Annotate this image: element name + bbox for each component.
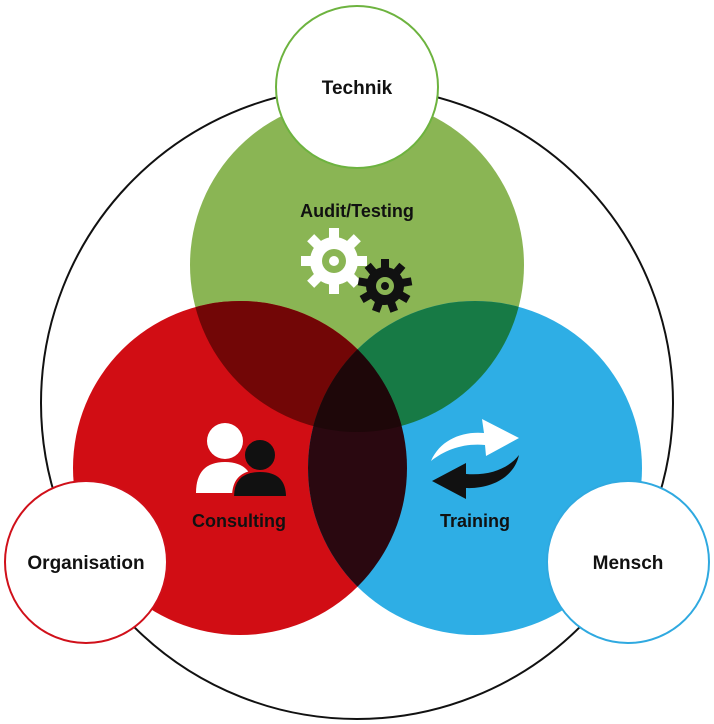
consulting-label: Consulting: [192, 511, 286, 531]
training-label: Training: [440, 511, 510, 531]
exchange-arrows-icon: [431, 419, 519, 499]
technik-label: Technik: [322, 78, 393, 99]
organisation-label: Organisation: [27, 553, 144, 574]
white-gear-icon: [301, 228, 367, 294]
people-icon: [196, 423, 289, 498]
technik-node: [275, 5, 439, 169]
organisation-node: [4, 480, 168, 644]
audit-label: Audit/Testing: [300, 201, 414, 221]
black-arrow-icon: [432, 455, 519, 499]
black-gear-icon: [357, 259, 413, 313]
mensch-label: Mensch: [593, 553, 664, 574]
mensch-node: [546, 480, 710, 644]
overlap-audit-consulting: [190, 301, 407, 432]
black-person-icon: [231, 438, 289, 498]
gears-icon: [301, 228, 413, 313]
overlap-audit-training: [308, 301, 524, 432]
white-arrow-icon: [431, 419, 519, 461]
